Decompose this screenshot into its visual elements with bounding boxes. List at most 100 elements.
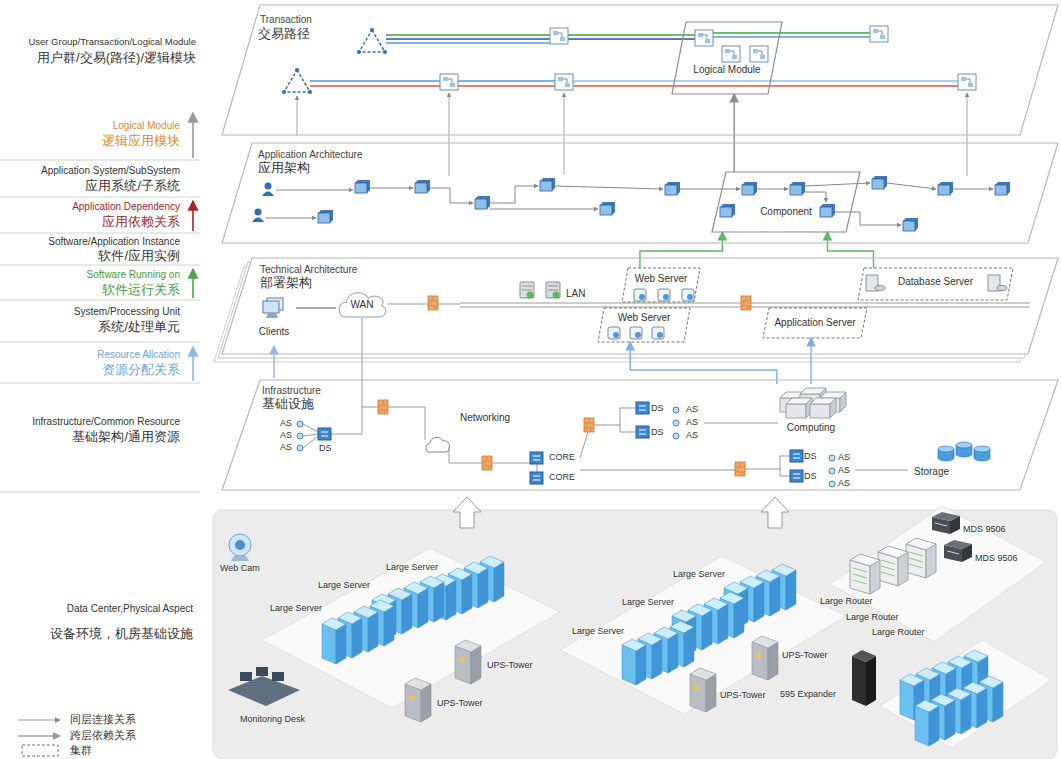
- wan-cloud: WAN: [336, 290, 388, 318]
- infrastructure-drawing: [810, 398, 836, 418]
- layer-panel: Application Architecture应用架构Component: [222, 143, 1058, 243]
- technical-drawing: [388, 304, 428, 305]
- physical-drawing: [880, 640, 1052, 748]
- application-drawing: [355, 180, 370, 193]
- application-drawing: [872, 176, 887, 189]
- layer-arrow: [192, 347, 194, 381]
- infrastructure-drawing: [673, 433, 679, 439]
- logical-module-box: Logical Module: [672, 22, 782, 94]
- transaction-drawing: [550, 28, 568, 44]
- infrastructure-drawing: [673, 420, 679, 426]
- application-drawing: [805, 183, 870, 186]
- layer-caption: Application System/SubSystem: [41, 165, 180, 177]
- technical-drawing: [988, 275, 1007, 291]
- physical-drawing: [752, 636, 778, 680]
- physical-drawing: [240, 672, 252, 681]
- physical-drawing: [228, 676, 300, 706]
- application-drawing: [835, 212, 901, 225]
- infrastructure-drawing: [938, 442, 990, 461]
- technical-drawing: [866, 275, 885, 291]
- infrastructure-drawing: [297, 433, 303, 439]
- layer-panel: Technical Architecture部署架构ClientsWANWeb …: [222, 258, 1058, 354]
- part-label: UPS-Tower: [782, 650, 828, 660]
- node-label: Technical Architecture: [260, 264, 357, 276]
- connector: [827, 232, 873, 268]
- application-drawing: [276, 190, 353, 191]
- part-label: DS: [319, 443, 332, 453]
- infrastructure-drawing: [297, 421, 303, 427]
- infrastructure-drawing: [790, 470, 803, 482]
- physical-drawing: [231, 556, 249, 561]
- infrastructure-drawing: [449, 447, 482, 463]
- layer-arrow: [192, 113, 194, 381]
- transaction-drawing: [386, 34, 550, 36]
- transaction-drawing: [750, 46, 768, 62]
- physical-drawing: [229, 534, 251, 556]
- layer-caption: 基础架构/通用资源: [72, 430, 180, 445]
- infrastructure-drawing: [530, 472, 543, 484]
- node-subtitle: 基础设施: [262, 397, 314, 412]
- technical-drawing: [634, 289, 646, 301]
- infrastructure-drawing: [594, 408, 636, 432]
- logical-module-box-outline: [672, 22, 782, 94]
- layer-panel-outline: [222, 258, 1058, 354]
- infrastructure-drawing: [530, 452, 543, 464]
- node-label: Application Architecture: [258, 149, 363, 161]
- infrastructure-drawing: [636, 426, 649, 438]
- infrastructure-drawing: [378, 400, 388, 414]
- layer-caption: 应用依赖关系: [102, 215, 180, 230]
- legend-text: 集群: [70, 744, 92, 757]
- physical-drawing: [322, 618, 346, 664]
- application-drawing: [266, 218, 316, 219]
- part-label: AS: [838, 465, 850, 475]
- application-drawing: [790, 182, 805, 195]
- technical-drawing: [630, 327, 642, 339]
- server-cluster: Database Server: [858, 268, 1013, 300]
- transaction-drawing: [870, 26, 888, 42]
- client-node: Clients: [252, 298, 296, 342]
- layer-caption: 应用系统/子系统: [85, 179, 180, 194]
- transaction-drawing: [958, 74, 976, 90]
- part-label: LAN: [566, 288, 585, 300]
- layer-caption: Infrastructure/Common Resource: [32, 416, 180, 428]
- layer-panel-outline: [222, 380, 1058, 490]
- part-label: MDS 9506: [975, 553, 1018, 563]
- layer-panel-outline: [222, 5, 1058, 135]
- layer-panel: Infrastructure基础设施ComputingStorage: [222, 380, 1058, 490]
- infrastructure-drawing: [938, 446, 954, 452]
- technical-drawing: [263, 301, 279, 313]
- part-label: Large Server: [318, 580, 370, 590]
- infrastructure-drawing: [297, 407, 835, 487]
- part-label: Large Server: [572, 626, 624, 636]
- layer-caption: User Group/Transaction/Logical Module: [28, 37, 196, 48]
- application-drawing: [318, 210, 333, 223]
- node-label: Storage: [914, 466, 949, 478]
- technical-drawing: [658, 289, 670, 301]
- infrastructure-drawing: [829, 468, 835, 474]
- application-drawing: [415, 180, 430, 193]
- component-box: Component: [712, 172, 860, 232]
- physical-drawing: [944, 540, 972, 562]
- part-label: Large Router: [872, 627, 925, 637]
- layer-arrow: [192, 113, 194, 158]
- physical-drawing: [272, 672, 284, 681]
- layer-caption: 逻辑应用模块: [102, 134, 180, 149]
- infrastructure-drawing: [673, 407, 679, 413]
- infrastructure-drawing: [318, 428, 331, 440]
- physical-drawing: [622, 639, 646, 685]
- application-drawing: [665, 182, 680, 195]
- application-drawing: [252, 209, 264, 223]
- technical-drawing: [273, 346, 274, 378]
- application-drawing: [490, 186, 538, 203]
- part-label: Web Cam: [220, 563, 260, 573]
- technical-drawing: [214, 258, 1058, 407]
- application-drawing: [805, 192, 826, 202]
- layer-caption: Software Running on: [87, 269, 180, 281]
- connector: [640, 232, 722, 268]
- technical-drawing: [362, 318, 378, 407]
- part-label: 595 Expander: [780, 689, 836, 699]
- part-label: UPS-Tower: [487, 660, 533, 670]
- node-label: Application Server: [774, 317, 855, 329]
- transaction-drawing: [695, 30, 713, 46]
- physical-drawing: [906, 538, 936, 578]
